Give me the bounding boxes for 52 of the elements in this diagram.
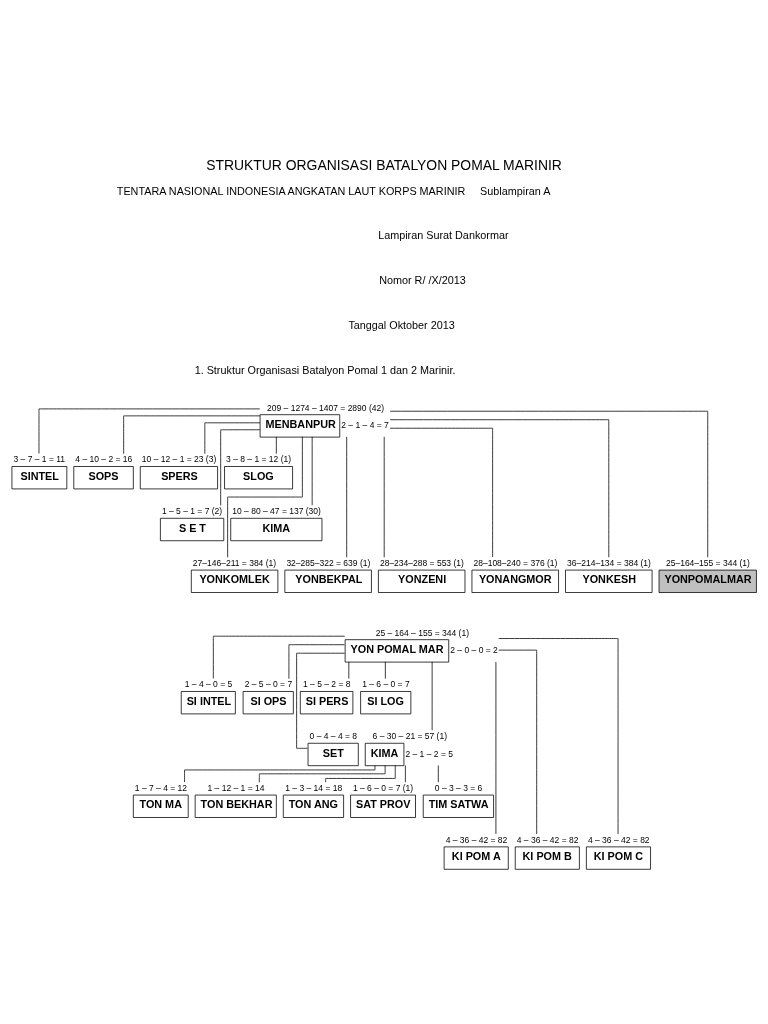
connector [204,421,261,454]
node-label: 2 – 5 – 0 = 7 [244,678,293,689]
node-label: 1 – 5 – 2 = 8 [303,678,351,689]
connector [311,436,313,506]
connector [275,436,277,454]
node-label: 27–146–211 = 384 (1) [192,557,277,568]
node-label: 25 – 164 – 155 = 344 (1) [375,627,470,638]
node-label: 1 – 3 – 14 = 18 [285,782,343,793]
connector [325,764,396,783]
label: Lampiran Surat Dankormar [378,228,509,241]
connector [296,652,345,749]
node-label: 2 – 0 – 0 = 2 [450,644,498,655]
node-label: 36–214–134 = 384 (1) [567,557,651,568]
label: Sublampiran A [480,184,551,197]
connector [498,637,619,834]
node-label: 28–108–240 = 376 (1) [473,557,558,568]
node-label: 1 – 12 – 1 = 14 [207,782,265,793]
connector [123,414,261,454]
connector [227,435,303,558]
node-label: 1 – 5 – 1 = 7 (2) [161,505,223,516]
node-label: 0 – 3 – 3 = 6 [434,782,483,793]
node-label: 1 – 4 – 0 = 5 [184,678,233,689]
label: 1. Struktur Organisasi Batalyon Pomal 1 dan 2 Marinir. [194,363,456,376]
node-label: 4 – 36 – 42 = 82 [587,834,650,845]
node-label: 0 – 4 – 4 = 8 [309,730,358,741]
node-label: 32–285–322 = 639 (1) [286,557,371,568]
connector [431,661,433,731]
node-label: 2 – 1 – 2 = 5 [405,748,453,759]
node-label: 3 – 8 – 1 = 12 (1) [226,453,292,464]
node-label: 6 – 30 – 21 = 57 (1) [372,730,448,741]
connector [405,764,406,783]
node-label: 10 – 12 – 1 = 23 (3) [141,453,217,464]
node-label: 4 – 36 – 42 = 82 [516,834,579,845]
label: Tanggal Oktober 2013 [348,318,455,331]
node-label: 1 – 6 – 0 = 7 (1) [352,782,414,793]
node-label: 4 – 36 – 42 = 82 [445,834,508,845]
label: Nomor R/ /X/2013 [379,273,466,286]
node-label: 1 – 6 – 0 = 7 [362,678,410,689]
connector [348,660,350,679]
node-label: 4 – 10 – 2 = 16 [75,453,133,464]
node-label: 28–234–288 = 553 (1) [379,557,464,568]
connector [389,427,493,557]
node-label: 10 – 80 – 47 = 137 (30) [232,505,321,516]
node-label: 1 – 7 – 4 = 12 [134,782,188,793]
connector [384,660,386,679]
diagram-title: STRUKTUR ORGANISASI BATALYON POMAL MARINIR [206,156,562,173]
node-label: 209 – 1274 – 1407 = 2890 (42) [267,402,385,413]
connector [258,764,386,783]
label: TENTARA NASIONAL INDONESIA ANGKATAN LAUT KORPS MARINIR [116,184,466,197]
node-label: 3 – 7 – 1 = 11 [13,453,66,464]
node-label: 25–164–155 = 344 (1) [665,557,750,568]
node-label: 2 – 1 – 4 = 7 [341,419,389,430]
